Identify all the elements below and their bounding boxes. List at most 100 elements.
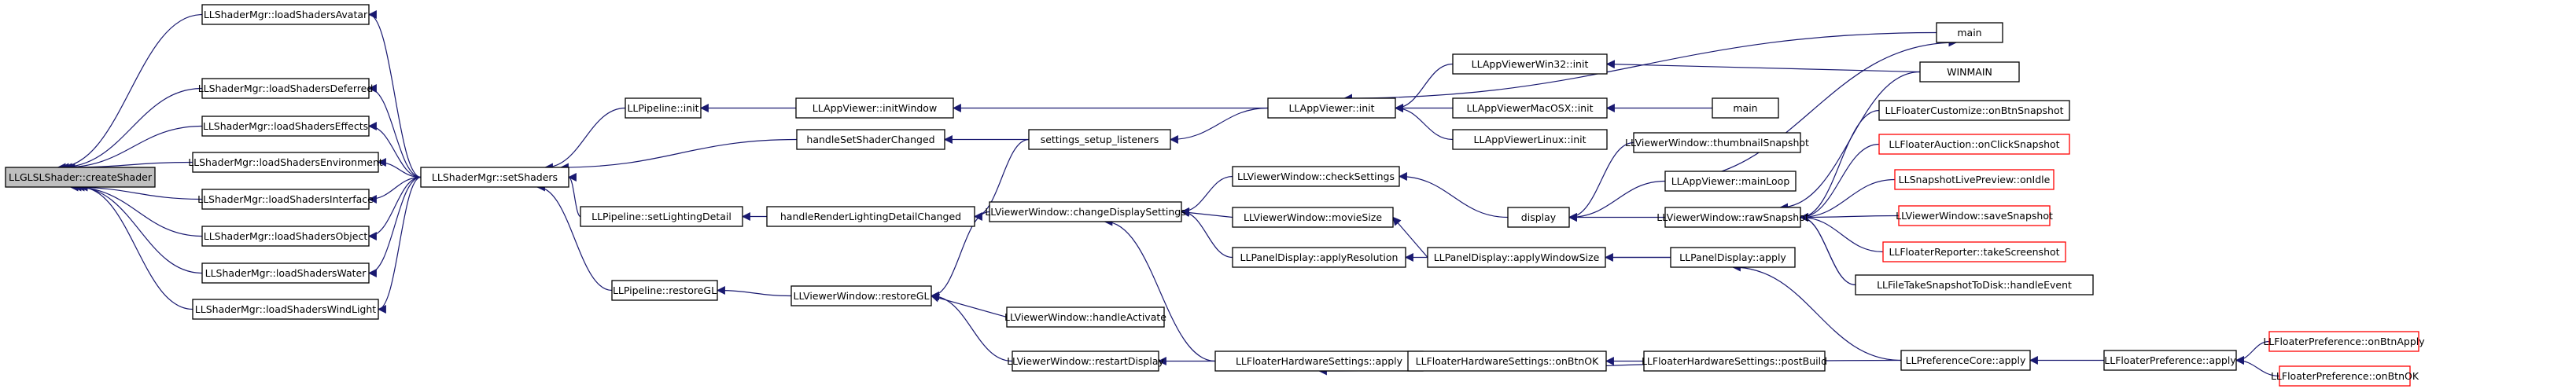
node-label: LLViewerWindow::restoreGL [794, 290, 930, 302]
node-n27[interactable]: LLViewerWindow::restartDisplay [1007, 350, 1165, 372]
call-edge [377, 176, 422, 314]
node-n34[interactable]: LLFloaterHardwareSettings::onBtnOK [1407, 350, 1607, 372]
node-box [611, 280, 718, 301]
node-label: LLFloaterCustomize::onBtnSnapshot [1885, 105, 2063, 116]
node-n12[interactable]: LLPipeline::restoreGL [611, 280, 718, 301]
node-label: handleRenderLightingDetailChanged [780, 211, 961, 222]
node-n29[interactable]: LLViewerWindow::movieSize [1232, 207, 1394, 228]
node-n0[interactable]: LLGLSLShader::createShader [5, 167, 156, 188]
node-label: LLViewerWindow::changeDisplaySettings [985, 206, 1185, 218]
node-n15[interactable]: LLAppViewer::initWindow [795, 97, 954, 119]
node-n2[interactable]: LLShaderMgr::loadShadersDeferred [198, 78, 374, 99]
node-n7[interactable]: LLShaderMgr::loadShadersWater [201, 262, 370, 284]
call-edge [367, 10, 422, 178]
node-box [1664, 171, 1797, 192]
node-n9[interactable]: LLShaderMgr::setShaders [420, 167, 569, 188]
node-n1[interactable]: LLShaderMgr::loadShadersAvatar [201, 4, 370, 25]
node-label: main [1957, 27, 1981, 39]
node-n6[interactable]: LLShaderMgr::loadShadersObject [201, 226, 370, 247]
node-n43[interactable]: LLViewerWindow::saveSnapshot [1896, 205, 2053, 226]
node-box [795, 97, 954, 119]
node-n18[interactable]: LLAppViewerWin32::init [1452, 53, 1608, 75]
node-box [1633, 132, 1801, 153]
node-n39[interactable]: LLFloaterHardwareSettings::postBuild [1642, 350, 1827, 372]
call-edge [1104, 217, 1216, 362]
node-n24[interactable]: LLViewerWindow::restoreGL [790, 285, 932, 306]
node-label: settings_setup_listeners [1041, 134, 1159, 145]
node-box [766, 206, 975, 227]
call-edge [76, 182, 203, 274]
node-n5[interactable]: LLShaderMgr::loadShadersInterface [197, 189, 374, 210]
node-label: LLSnapshotLivePreview::onIdle [1899, 174, 2051, 185]
node-n30[interactable]: LLPanelDisplay::applyResolution [1232, 247, 1406, 268]
node-label: LLFileTakeSnapshotToDisk::handleEvent [1877, 279, 2072, 291]
node-n48[interactable]: LLFloaterPreference::onBtnApply [2263, 331, 2425, 352]
node-n45[interactable]: LLFileTakeSnapshotToDisk::handleEvent [1855, 274, 2094, 295]
node-n13[interactable]: handleSetShaderChanged [796, 129, 945, 150]
call-edge [544, 107, 626, 172]
node-n36[interactable]: LLAppViewer::mainLoop [1664, 171, 1797, 192]
node-label: LLPipeline::setLightingDetail [591, 211, 732, 222]
call-edge [930, 292, 1013, 362]
node-n28[interactable]: LLViewerWindow::checkSettings [1232, 166, 1400, 187]
node-box [580, 206, 743, 227]
node-box [1232, 166, 1400, 187]
node-n35[interactable]: LLViewerWindow::thumbnailSnapshot [1625, 132, 1809, 153]
call-edge [559, 138, 798, 172]
node-n23[interactable]: main [1712, 97, 1779, 119]
node-box [1878, 100, 2070, 121]
call-edge [79, 182, 193, 310]
node-label: LLShaderMgr::loadShadersEffects [203, 120, 368, 132]
node-n20[interactable]: LLAppViewerLinux::init [1452, 129, 1608, 150]
call-edge [367, 176, 422, 204]
node-n26[interactable]: LLViewerWindow::handleActivate [1004, 306, 1166, 328]
node-n41[interactable]: LLFloaterAuction::onClickSnapshot [1878, 134, 2070, 155]
node-n14[interactable]: handleRenderLightingDetailChanged [766, 206, 975, 227]
node-n8[interactable]: LLShaderMgr::loadShadersWindLight [192, 299, 379, 320]
node-label: main [1733, 102, 1757, 114]
node-n44[interactable]: LLFloaterReporter::takeScreenshot [1882, 241, 2066, 262]
node-label: LLPreferenceCore::apply [1906, 354, 2026, 366]
node-n32[interactable]: display [1507, 207, 1570, 228]
node-box [201, 116, 370, 137]
call-edge [1392, 216, 1428, 258]
node-n46[interactable]: LLPreferenceCore::apply [1900, 350, 2031, 371]
node-n38[interactable]: LLPanelDisplay::apply [1670, 247, 1796, 268]
node-n33[interactable]: LLPanelDisplay::applyWindowSize [1427, 247, 1606, 268]
nodes-layer: LLGLSLShader::createShaderLLShaderMgr::l… [5, 4, 2425, 387]
call-edge [1731, 262, 1902, 361]
node-n4[interactable]: LLShaderMgr::loadShadersEnvironment [188, 152, 383, 173]
node-n31[interactable]: LLFloaterHardwareSettings::apply [1214, 350, 1424, 372]
node-label: LLShaderMgr::loadShadersWindLight [195, 303, 376, 315]
node-n3[interactable]: LLShaderMgr::loadShadersEffects [201, 116, 370, 137]
node-n11[interactable]: LLPipeline::setLightingDetail [580, 206, 743, 227]
node-n37[interactable]: LLViewerWindow::rawSnapshot [1657, 207, 1809, 228]
call-edge [1180, 207, 1233, 259]
node-box [201, 78, 370, 99]
node-box [1452, 97, 1608, 119]
node-label: WINMAIN [1947, 66, 1992, 78]
call-edge [1180, 175, 1233, 216]
node-label: LLViewerWindow::saveSnapshot [1896, 210, 2053, 222]
node-box [201, 4, 370, 25]
node-n25[interactable]: LLViewerWindow::changeDisplaySettings [985, 201, 1186, 222]
call-edge [567, 173, 581, 218]
node-label: LLShaderMgr::loadShadersAvatar [204, 9, 368, 20]
node-label: LLShaderMgr::loadShadersObject [204, 230, 368, 242]
node-n42[interactable]: LLSnapshotLivePreview::onIdle [1894, 169, 2055, 190]
node-box [1267, 97, 1396, 119]
node-n16[interactable]: settings_setup_listeners [1028, 129, 1171, 150]
node-n49[interactable]: LLFloaterPreference::onBtnOK [2271, 365, 2419, 387]
call-edge [1394, 63, 1454, 112]
node-n10[interactable]: LLPipeline::init [625, 97, 702, 119]
node-n17[interactable]: LLAppViewer::init [1267, 97, 1396, 119]
node-box [796, 129, 945, 150]
node-n19[interactable]: LLAppViewerMacOSX::init [1452, 97, 1608, 119]
node-n21[interactable]: main [1936, 22, 2003, 43]
node-n22[interactable]: WINMAIN [1919, 61, 2020, 83]
node-n40[interactable]: LLFloaterCustomize::onBtnSnapshot [1878, 100, 2070, 121]
node-box [1664, 207, 1801, 228]
node-box [201, 226, 370, 247]
node-label: LLPanelDisplay::apply [1679, 251, 1786, 263]
node-n47[interactable]: LLFloaterPreference::apply [2103, 350, 2237, 371]
